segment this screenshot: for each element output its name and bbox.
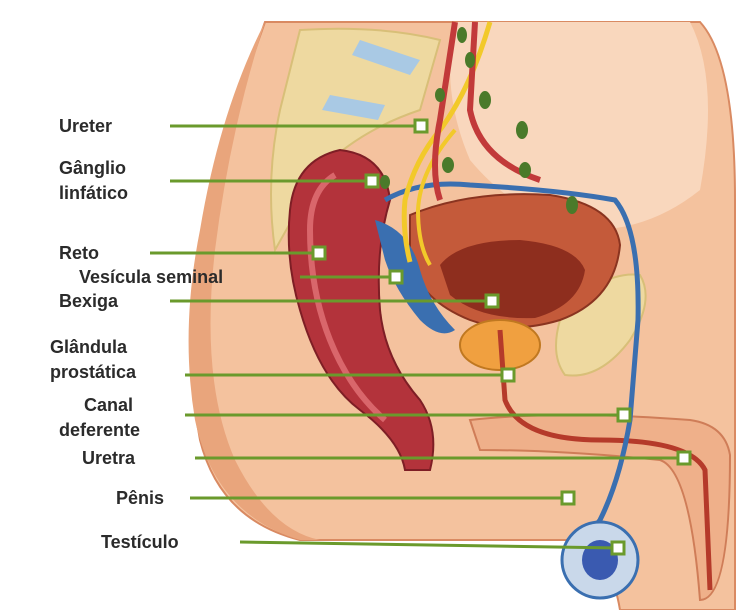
marker-penis (562, 492, 574, 504)
label-penis: Pênis (116, 488, 164, 509)
marker-uretra (678, 452, 690, 464)
label-glandula-line1: Glândula (50, 337, 127, 358)
label-uretra: Uretra (82, 448, 135, 469)
marker-glandula (502, 369, 514, 381)
marker-bexiga (486, 295, 498, 307)
label-testiculo: Testículo (101, 532, 179, 553)
marker-ureter (415, 120, 427, 132)
label-vesicula-seminal: Vesícula seminal (79, 267, 223, 288)
label-ganglio-line1: Gânglio (59, 158, 126, 179)
label-glandula-line2: prostática (50, 362, 136, 383)
marker-vesicula (390, 271, 402, 283)
label-canal-line2: deferente (59, 420, 140, 441)
label-bexiga: Bexiga (59, 291, 118, 312)
marker-testiculo (612, 542, 624, 554)
label-ganglio-line2: linfático (59, 183, 128, 204)
leader-testiculo (240, 542, 618, 548)
marker-canal (618, 409, 630, 421)
marker-ganglio (366, 175, 378, 187)
label-canal-line1: Canal (84, 395, 133, 416)
label-ureter: Ureter (59, 116, 112, 137)
label-reto: Reto (59, 243, 99, 264)
marker-reto (313, 247, 325, 259)
